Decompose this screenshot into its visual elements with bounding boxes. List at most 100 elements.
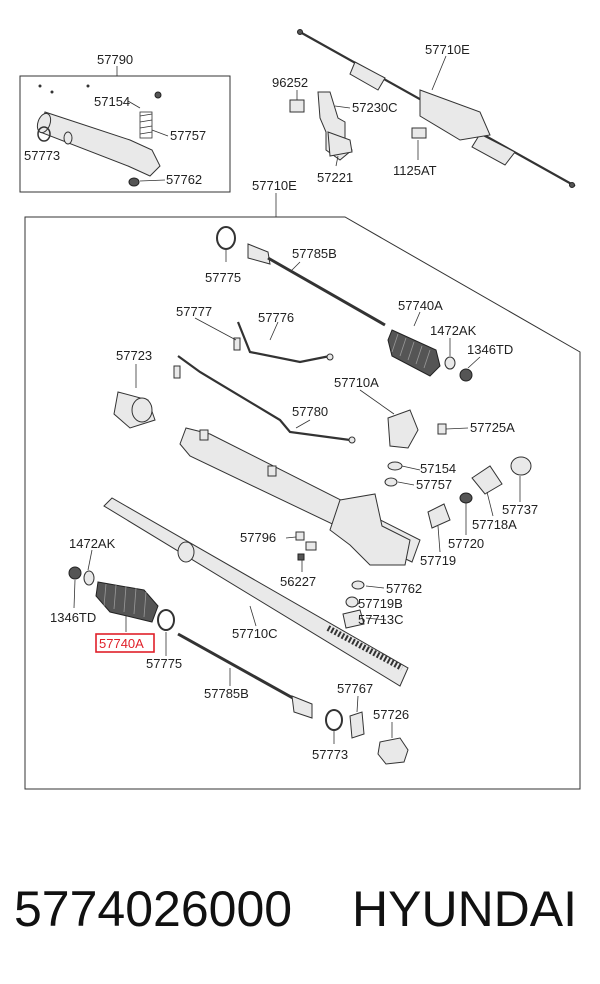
inset-frame (19, 75, 231, 193)
lower-small-parts: 57762 57719B 57713C (342, 580, 422, 629)
label-57154-b: 57154 (420, 461, 456, 476)
plate-57718A (471, 465, 503, 495)
inset-spring (139, 91, 162, 139)
inset-ring-57773 (37, 126, 51, 142)
lower-right-bushings: 57773 57767 57726 (312, 681, 409, 765)
bracket-group: 96252 57230C 57221 (272, 75, 398, 185)
bolt-57725A (437, 423, 447, 435)
center-small-parts: 57796 56227 (240, 530, 317, 589)
clamp-1472AK-a (444, 356, 456, 370)
inset-plug (63, 131, 73, 145)
footer-brand: HYUNDAI (352, 881, 578, 937)
label-57720: 57720 (448, 536, 484, 551)
label-57710E-box: 57710E (252, 178, 297, 193)
label-57719: 57719 (420, 553, 456, 568)
overview-boot-left (349, 61, 386, 91)
overview-bolt-1125AT (411, 127, 427, 139)
label-57785B-b: 57785B (204, 686, 249, 701)
bracket-57719 (427, 503, 451, 529)
label-57740A-highlight: 57740A (99, 636, 144, 651)
boot-upper (387, 329, 441, 377)
label-56227: 56227 (280, 574, 316, 589)
bushing-96252 (289, 99, 305, 113)
lower-boot-group: 1472AK 1346TD 57740A 57775 (50, 536, 182, 671)
label-57713C: 57713C (358, 612, 404, 627)
nut-57720 (459, 492, 473, 504)
nut-57762-b (351, 580, 365, 590)
spacer-57719B (345, 596, 359, 608)
label-57221: 57221 (317, 170, 353, 185)
overview-valve-body (419, 89, 491, 141)
label-57773-b: 57773 (312, 747, 348, 762)
rack-bar-57710C: 57710C (103, 497, 409, 687)
clamp-1472AK-b (83, 570, 95, 586)
gear-housing (179, 427, 421, 566)
label-57775-a: 57775 (205, 270, 241, 285)
boot-57740A-upper: 57740A 1472AK 1346TD (387, 298, 513, 382)
label-57775-b: 57775 (146, 656, 182, 671)
seal-57757-b (384, 477, 398, 487)
overview-assembly: 57710E 1125AT (297, 29, 576, 188)
bushing-57726 (377, 737, 409, 765)
hose-57780 (177, 355, 351, 442)
label-57718A: 57718A (472, 517, 517, 532)
label-57796: 57796 (240, 530, 276, 545)
label-57710C: 57710C (232, 626, 278, 641)
main-frame (24, 216, 581, 790)
plug-57796 (295, 531, 305, 541)
label-57230C: 57230C (352, 100, 398, 115)
nut-1346TD-a (459, 368, 473, 382)
tie-rod-57785B-b (177, 632, 301, 704)
label-57726: 57726 (373, 707, 409, 722)
bracket-57221 (327, 131, 353, 157)
hose-57776 (236, 321, 331, 364)
mount-57723: 57723 (113, 348, 156, 429)
main-box: 57710E (24, 178, 581, 790)
hoses-group: 57777 57776 57780 (173, 304, 356, 444)
ring-57775-b (157, 609, 175, 631)
bushing-57767 (349, 711, 365, 739)
label-96252: 96252 (272, 75, 308, 90)
label-57776: 57776 (258, 310, 294, 325)
inset-57790: 57790 57154 57757 57773 57762 (19, 52, 231, 193)
label-57154-top: 57154 (94, 94, 130, 109)
footer-part-number: 5774026000 (14, 881, 293, 937)
label-1472AK-a: 1472AK (430, 323, 477, 338)
label-57767: 57767 (337, 681, 373, 696)
label-57785B-a: 57785B (292, 246, 337, 261)
label-57773-top: 57773 (24, 148, 60, 163)
inset-housing (39, 111, 161, 177)
boot-lower-57740A (95, 581, 159, 623)
yoke-57713C (342, 609, 365, 629)
overview-boot-right (471, 133, 516, 166)
ring-57773-b (325, 709, 343, 731)
label-1346TD-a: 1346TD (467, 342, 513, 357)
inset-nut-57762 (128, 177, 140, 187)
seal-57154-b (387, 461, 403, 471)
label-57762-top: 57762 (166, 172, 202, 187)
ring-57775-a (216, 226, 236, 250)
highlight-box-57740A (95, 633, 155, 653)
tie-rod-end-b (291, 695, 313, 719)
label-57780: 57780 (292, 404, 328, 419)
label-1125AT: 1125AT (393, 163, 437, 178)
label-57725A: 57725A (470, 420, 515, 435)
label-57740A-a: 57740A (398, 298, 443, 313)
label-57737: 57737 (502, 502, 538, 517)
label-57757-top: 57757 (170, 128, 206, 143)
label-1472AK-b: 1472AK (69, 536, 116, 551)
cap-57737 (510, 456, 532, 476)
label-57719B: 57719B (358, 596, 403, 611)
label-57762-b: 57762 (386, 581, 422, 596)
valve-housing (329, 493, 411, 566)
label-1346TD-b: 1346TD (50, 610, 96, 625)
upper-tie-rod-group: 57775 57785B (205, 226, 386, 327)
label-57777: 57777 (176, 304, 212, 319)
fitting-57777 (233, 337, 241, 351)
screw-56227 (297, 553, 305, 561)
label-57723: 57723 (116, 348, 152, 363)
tie-rod-57785B-a (267, 256, 386, 327)
valve-57710A: 57710A 57725A 57154 57757 (334, 375, 515, 492)
label-57790: 57790 (97, 52, 133, 67)
